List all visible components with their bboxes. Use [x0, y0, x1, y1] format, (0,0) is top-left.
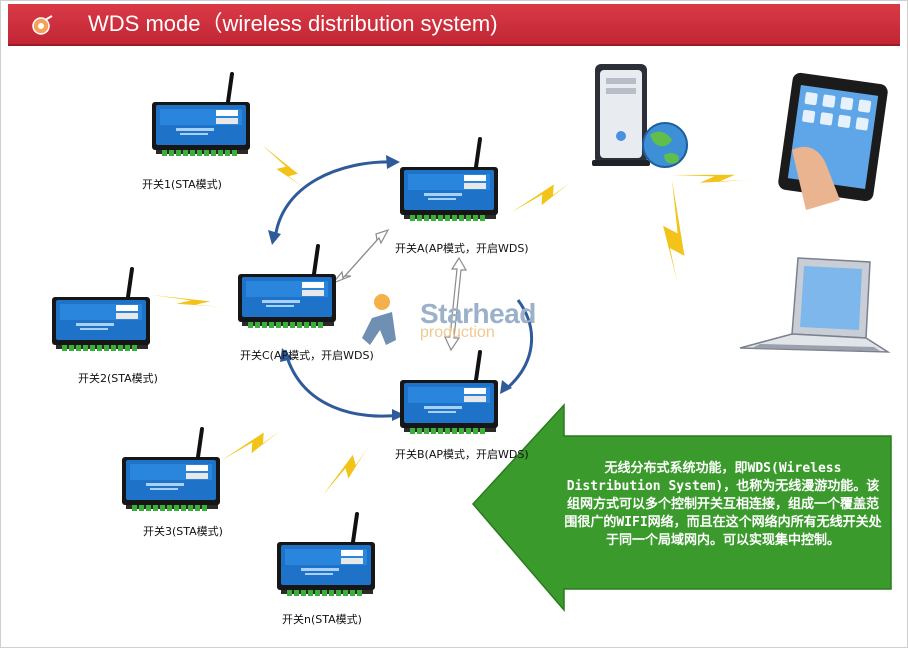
label-sta3: 开关3(STA模式) — [143, 525, 223, 538]
globe-icon — [642, 122, 688, 168]
watermark-title: Starhead — [420, 298, 536, 329]
server-icon — [592, 64, 650, 166]
switch-device-apb — [398, 350, 500, 436]
tablet-icon — [778, 72, 888, 210]
switch-device-apa — [398, 137, 500, 223]
info-arrow — [471, 403, 892, 613]
label-apc: 开关C(AP模式，开启WDS) — [240, 349, 374, 362]
switch-device-sta2 — [50, 267, 152, 353]
label-stan: 开关n(STA模式) — [282, 613, 362, 626]
watermark-subtitle: production — [420, 324, 495, 341]
label-sta1: 开关1(STA模式) — [142, 178, 222, 191]
header-bar: WDS mode（wireless distribution system) — [8, 4, 900, 46]
watermark: Starhead production — [420, 298, 536, 342]
info-description: 无线分布式系统功能，即WDS(Wireless Distribution Sys… — [564, 461, 882, 548]
label-apb: 开关B(AP模式，开启WDS) — [395, 448, 529, 461]
laptop-icon — [739, 257, 891, 353]
page-title: WDS mode（wireless distribution system) — [88, 11, 498, 36]
logo-icon — [32, 15, 53, 35]
watermark-figure-icon — [362, 294, 396, 345]
switch-device-sta1 — [150, 72, 252, 158]
switch-device-sta3 — [120, 427, 222, 513]
label-sta2: 开关2(STA模式) — [78, 372, 158, 385]
switch-device-stan — [275, 512, 377, 598]
label-apa: 开关A(AP模式，开启WDS) — [395, 242, 529, 255]
wds-link-curves — [273, 160, 533, 418]
switch-device-apc — [236, 244, 338, 330]
